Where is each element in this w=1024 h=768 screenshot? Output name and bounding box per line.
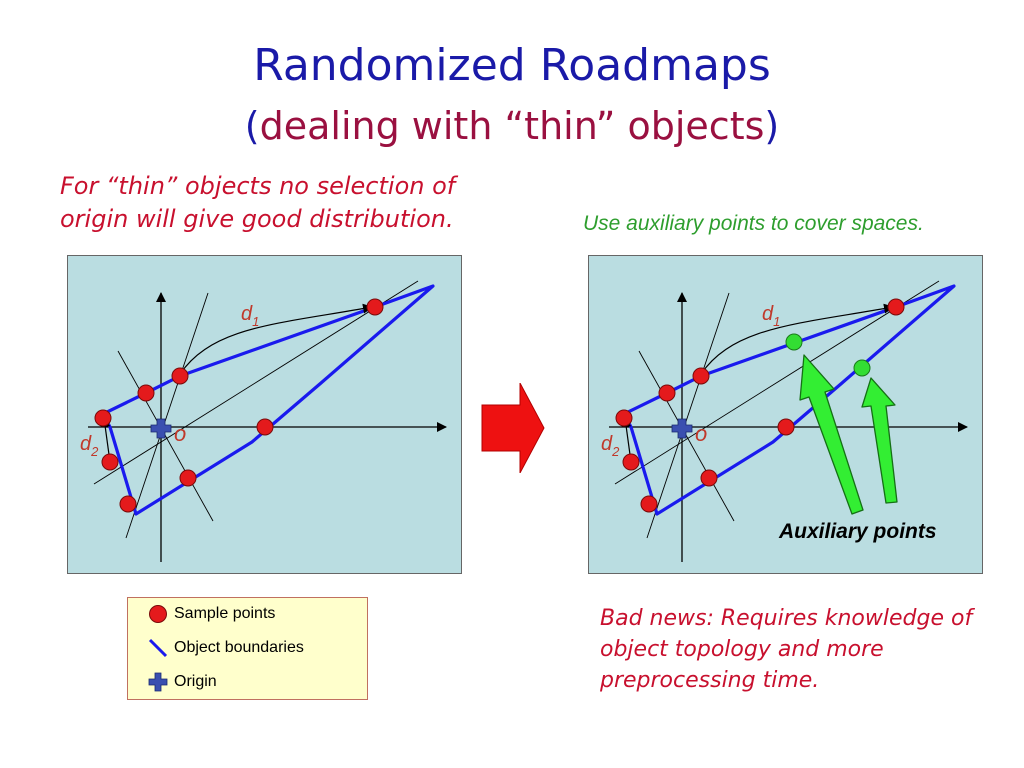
sample-point-top [887,298,905,316]
label-d2-base: d [80,433,92,455]
auxiliary-points-label: Auxiliary points [779,520,937,543]
left-diagram: d1 d2 o [80,280,447,562]
label-d1-sub: 1 [773,314,780,329]
sample-point-left [94,409,112,427]
svg-text:d2: d2 [80,433,99,459]
label-d2-sub: 2 [611,444,620,459]
ray-lines [93,280,419,539]
slide-title: Randomized Roadmaps [253,40,771,91]
svg-text:d2: d2 [601,433,620,459]
blue-line-icon [146,638,170,658]
auxiliary-arrow-1 [799,354,864,515]
label-d1-base: d [762,303,774,325]
legend-sample-label: Sample points [174,605,276,622]
sample-point-right [777,418,795,436]
sample-point-right [256,418,274,436]
legend-item-boundaries: Object boundaries [146,638,304,658]
legend-item-sample: Sample points [146,605,275,623]
bad-news-line-2: object topology and more [600,637,884,662]
right-diagram-panel: d1 d2 o Auxiliary points [588,255,983,574]
object-boundary [622,284,956,516]
sample-point-left [615,409,633,427]
subtitle-text: dealing with “thin” objects [259,104,765,148]
origin-plus-icon [150,418,172,439]
right-diagram: d1 d2 o [601,280,968,562]
ray-lower-left [638,350,735,522]
sample-point-lower-left [101,453,119,471]
sample-point-upper [692,367,710,385]
svg-text:d1: d1 [762,303,780,329]
auxiliary-point-2 [853,359,871,377]
red-circle-icon [146,605,170,623]
sample-point-top [366,298,384,316]
label-d2-sub: 2 [90,444,99,459]
sample-point-bottom [119,495,137,513]
d1-curve [179,303,373,375]
ray-steep [125,292,209,539]
left-note: For “thin” objects no selection of origi… [60,170,455,236]
sample-point-left-upper [658,384,676,402]
ray-lines [614,280,940,539]
label-d1-base: d [241,303,253,325]
blue-plus-icon [146,672,170,692]
left-note-line-1: For “thin” objects no selection of [60,172,456,200]
left-note-line-2: origin will give good distribution. [60,205,454,233]
label-origin: o [174,421,186,446]
right-note: Use auxiliary points to cover spaces. [583,212,924,235]
legend-boundaries-label: Object boundaries [174,639,304,656]
label-d1-sub: 1 [252,314,259,329]
legend-item-origin: Origin [146,672,217,692]
legend: Sample points Object boundaries Origin [127,597,368,700]
sample-point-upper [171,367,189,385]
auxiliary-arrow-2 [861,377,898,504]
ray-to-top-point [93,280,419,485]
ray-lower-left [117,350,214,522]
subtitle-open-paren: ( [244,104,260,148]
legend-origin-label: Origin [174,673,217,690]
d1-curve [700,303,894,375]
label-origin: o [695,421,707,446]
svg-text:d1: d1 [241,303,259,329]
object-boundary [101,284,435,516]
bad-news-note: Bad news: Requires knowledge of object t… [600,603,972,696]
bad-news-line-3: preprocessing time. [600,668,820,693]
ray-steep [646,292,730,539]
sample-point-left-upper [137,384,155,402]
origin-plus-icon [671,418,693,439]
sample-point-lower [179,469,197,487]
ray-to-top-point [614,280,940,485]
sample-point-lower [700,469,718,487]
bad-news-line-1: Bad news: Requires knowledge of [600,606,973,631]
sample-point-bottom [640,495,658,513]
left-diagram-panel: d1 d2 o [67,255,462,574]
slide-subtitle: (dealing with “thin” objects) [0,104,1024,148]
transition-arrow-icon [481,383,545,473]
label-d2-base: d [601,433,613,455]
subtitle-close-paren: ) [764,104,780,148]
auxiliary-point-1 [785,333,803,351]
sample-point-lower-left [622,453,640,471]
